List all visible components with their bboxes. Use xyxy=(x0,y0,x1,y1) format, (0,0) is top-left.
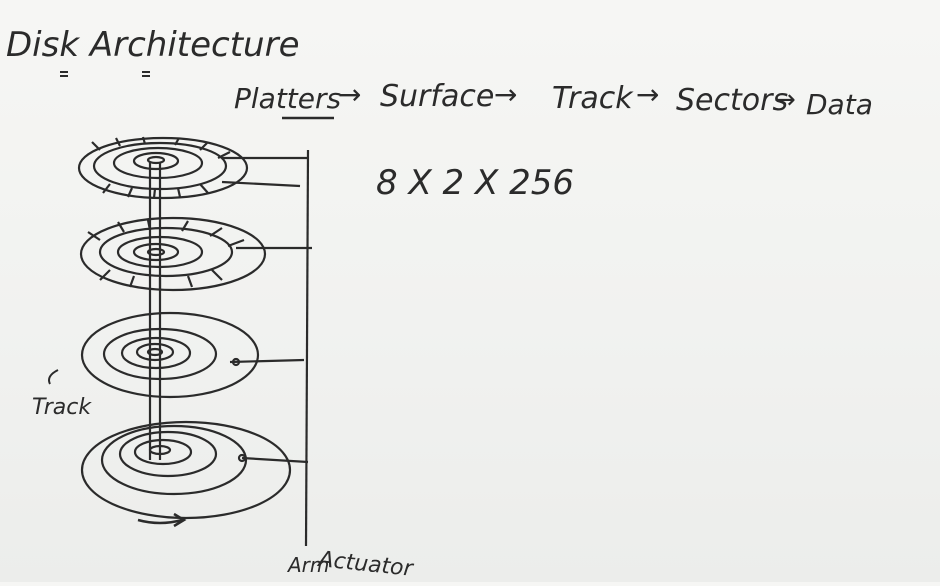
platter xyxy=(80,420,309,520)
rotation-arrow-icon xyxy=(137,512,187,528)
spindle xyxy=(148,162,162,460)
flow-item-track: Track xyxy=(552,81,634,116)
flow-row: Platters → Surface → Track → Sectors → D… xyxy=(234,78,873,121)
flow-item-surface: Surface xyxy=(380,79,494,114)
platter xyxy=(79,216,312,292)
flow-item-platters: Platters xyxy=(234,82,341,115)
platter xyxy=(80,311,305,399)
track-pointer xyxy=(48,369,59,385)
flow-arrow: → xyxy=(494,78,517,111)
title: Disk Architecture xyxy=(6,25,299,65)
arm-label: Arm xyxy=(286,553,329,577)
actuator-label: Actuator xyxy=(315,547,415,582)
flow-arrow: → xyxy=(338,78,361,111)
platter xyxy=(77,136,308,200)
actuator-arm xyxy=(304,149,310,547)
flow-arrow: → xyxy=(636,78,659,111)
track-label: Track xyxy=(32,395,92,420)
flow-item-sectors: Sectors xyxy=(676,83,788,118)
sector-lines xyxy=(87,219,245,289)
formula: 8 X 2 X 256 xyxy=(376,163,574,203)
flow-item-data: Data xyxy=(806,88,873,121)
platter-stack xyxy=(77,136,312,547)
flow-arrow: → xyxy=(774,85,796,115)
sector-lines xyxy=(91,136,231,199)
